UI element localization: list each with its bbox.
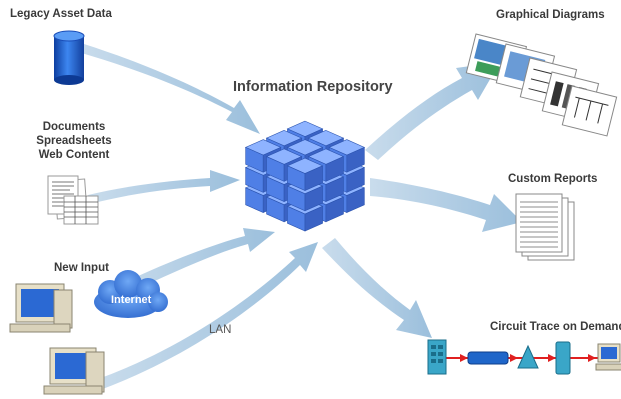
graphical-diagrams-label: Graphical Diagrams [496, 9, 605, 21]
legacy-asset-data-label: Legacy Asset Data [10, 8, 112, 20]
documents-label: Documents [42, 121, 106, 133]
cube-icon [244, 120, 366, 232]
custom-reports-label: Custom Reports [508, 173, 598, 185]
internet-label: Internet [111, 294, 152, 306]
documents-icon [47, 175, 99, 225]
circuit-trace-label: Circuit Trace on Demand [490, 321, 621, 333]
spreadsheets-label: Spreadsheets [36, 135, 112, 147]
computer-icon [43, 347, 105, 395]
report-sheets-icon [515, 193, 575, 261]
web-content-label: Web Content [38, 149, 110, 161]
database-icon [53, 30, 85, 85]
arrow-legacy-to-repository [78, 44, 260, 134]
circuit-trace-icon [427, 339, 621, 375]
lan-label: LAN [209, 324, 232, 336]
arrow-lan-to-repository [95, 242, 318, 390]
information-repository-label: Information Repository [233, 79, 393, 95]
diagram-sheets-icon [465, 33, 618, 137]
arrow-repository-to-reports [370, 178, 522, 232]
arrow-documents-to-repository [88, 170, 240, 204]
cloud-icon [94, 270, 168, 318]
computer-icon [9, 283, 73, 333]
arrow-repository-to-trace [322, 238, 432, 338]
arrow-repository-to-diagrams [365, 62, 500, 160]
new-input-label: New Input [54, 262, 109, 274]
